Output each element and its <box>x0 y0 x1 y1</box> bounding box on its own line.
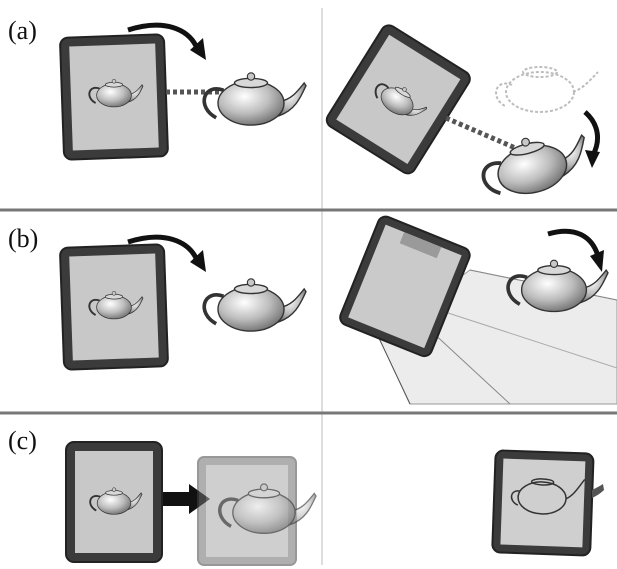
teapot-icon <box>495 66 599 113</box>
arrow-shaft <box>163 492 191 506</box>
tablet-icon <box>59 33 169 161</box>
panel-label-a: (a) <box>8 16 37 45</box>
teapot-icon <box>202 276 308 333</box>
tablet-icon <box>65 441 163 563</box>
teapot-icon <box>202 70 308 127</box>
rotate-arrow-icon <box>547 228 601 257</box>
tablet-icon <box>339 215 471 358</box>
sight-line-icon <box>445 115 521 153</box>
tablet-icon <box>325 24 471 175</box>
tablet-icon <box>59 243 169 371</box>
panel-label-c: (c) <box>8 426 37 455</box>
tablet-icon <box>491 449 595 557</box>
panel-label-b: (b) <box>8 224 39 253</box>
teapot-spout-fragment <box>592 484 604 498</box>
rotate-arrow-icon <box>127 234 199 260</box>
rotate-arrow-icon <box>583 110 600 157</box>
rotate-arrow-icon <box>127 22 199 48</box>
